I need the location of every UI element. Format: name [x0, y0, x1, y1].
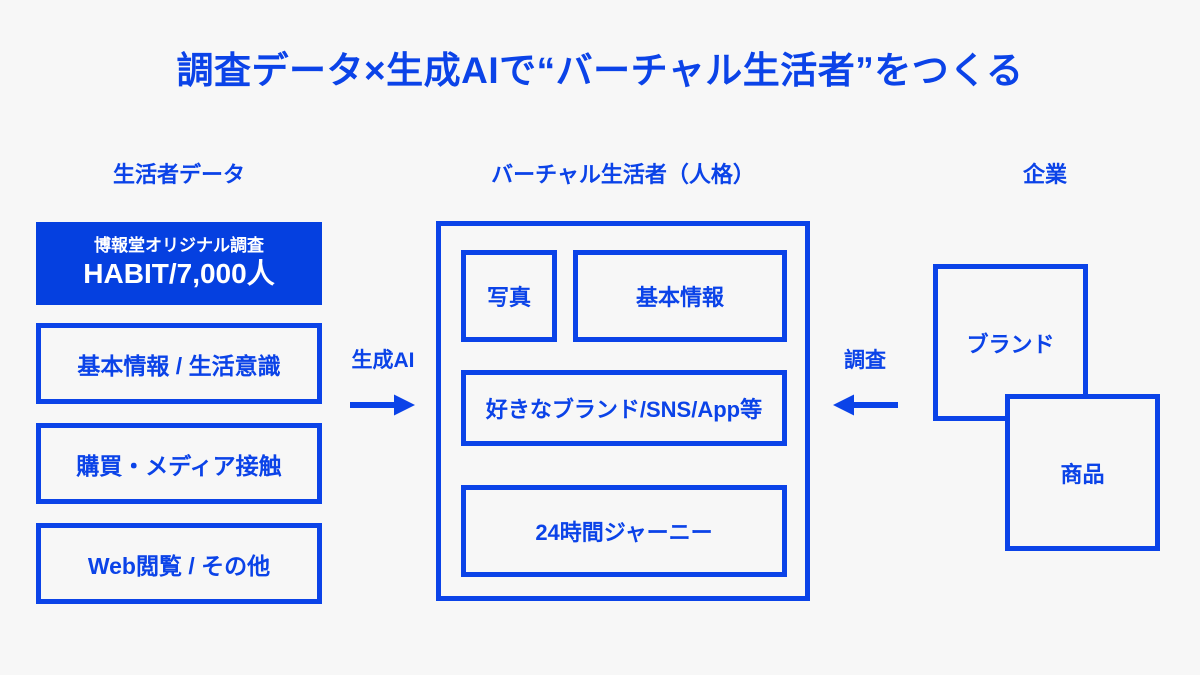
arrow-right-icon: [350, 394, 415, 416]
card-web-browsing-other[interactable]: Web閲覧 / その他: [36, 523, 322, 604]
card-label: Web閲覧 / その他: [87, 552, 271, 579]
column-header-consumer-data: 生活者データ: [112, 162, 245, 187]
flow-generative-ai: 生成AI: [330, 344, 436, 418]
card-24h-journey[interactable]: 24時間ジャーニー: [461, 485, 787, 577]
card-label: 購買・メディア接触: [76, 452, 282, 479]
page-title: 調査データ×生成AIで“バーチャル生活者”をつくる: [176, 50, 1024, 91]
card-label: 24時間ジャーニー: [535, 520, 713, 545]
card-label: 写真: [486, 285, 531, 310]
habit-subtitle: 博報堂オリジナル調査: [94, 236, 264, 256]
card-label: ブランド: [966, 331, 1055, 357]
flow-label-generative-ai: 生成AI: [351, 349, 415, 372]
card-favorite-brand-sns-app[interactable]: 好きなブランド/SNS/App等: [461, 370, 787, 446]
card-photo[interactable]: 写真: [461, 250, 557, 342]
flow-label-survey: 調査: [844, 349, 886, 372]
card-basic-info[interactable]: 基本情報: [573, 250, 787, 342]
card-habit-survey[interactable]: 博報堂オリジナル調査 HABIT/7,000人: [36, 222, 322, 305]
flow-survey: 調査: [812, 344, 918, 418]
card-label: 基本情報: [635, 285, 724, 310]
column-header-virtual-consumer: バーチャル生活者（人格）: [491, 162, 755, 187]
card-product[interactable]: 商品: [1005, 394, 1160, 551]
card-label: 商品: [1060, 461, 1105, 487]
card-purchase-media-contact[interactable]: 購買・メディア接触: [36, 423, 322, 504]
card-basic-info-lifestyle[interactable]: 基本情報 / 生活意識: [36, 323, 322, 404]
card-label: 基本情報 / 生活意識: [77, 352, 281, 379]
habit-value: HABIT/7,000人: [83, 257, 275, 289]
card-label: 好きなブランド/SNS/App等: [485, 397, 763, 422]
arrow-left-icon: [833, 394, 898, 416]
column-header-company: 企業: [1022, 162, 1067, 187]
